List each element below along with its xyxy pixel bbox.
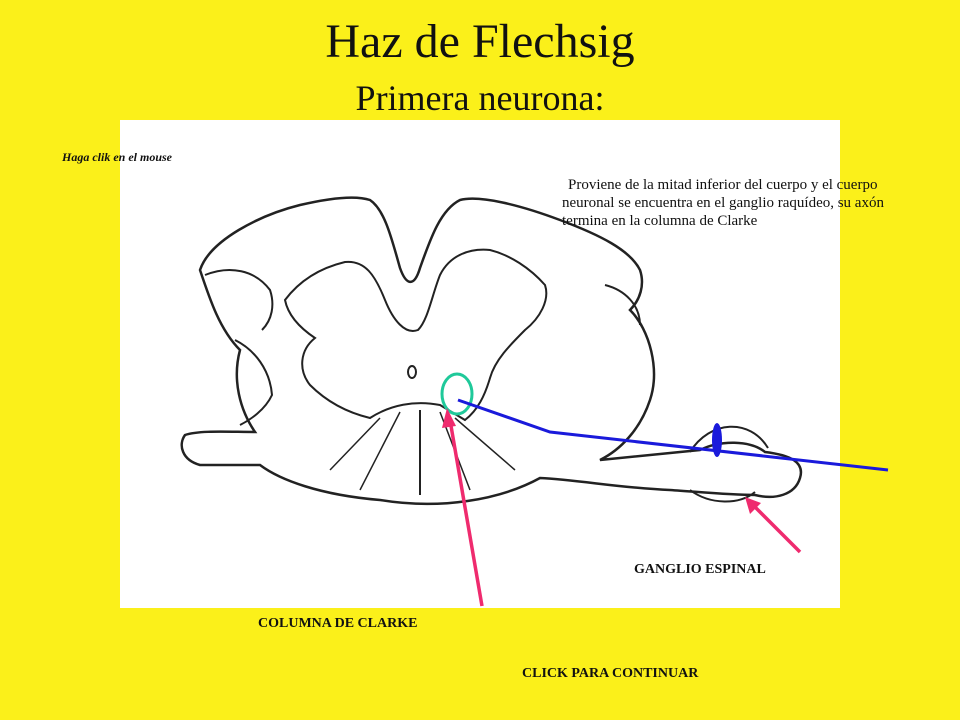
ganglio-espinal-label: GANGLIO ESPINAL: [634, 562, 766, 577]
page-subtitle: Primera neurona:: [355, 78, 605, 118]
click-hint: Haga clik en el mouse: [62, 150, 172, 164]
columna-de-clarke-label: COLUMNA DE CLARKE: [258, 616, 418, 631]
page-title: Haz de Flechsig: [325, 15, 635, 68]
continue-button[interactable]: CLICK PARA CONTINUAR: [522, 666, 699, 681]
neuron-description: Proviene de la mitad inferior del cuerpo…: [562, 177, 884, 229]
